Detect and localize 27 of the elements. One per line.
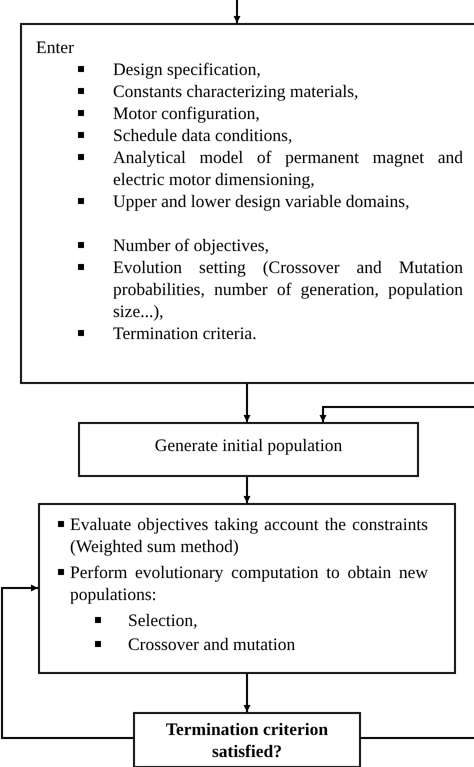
process-box: [78, 422, 419, 477]
list-item-text: Constants characterizing materials,: [113, 80, 360, 102]
list-item-text: Evaluate objectives taking account the constraints (Weighted sum method): [70, 513, 428, 557]
list-item-text: Upper and lower design variable domains,: [113, 190, 410, 212]
arrow: [320, 406, 474, 422]
heading-text: Enter: [36, 36, 75, 58]
list-item-text: Number of objectives,: [113, 234, 270, 256]
list-item-text: Analytical model of permanent magnet and electric motor dimensioning,: [113, 146, 463, 190]
list-item-text: Crossover and mutation: [128, 633, 296, 655]
connector-line: [361, 737, 474, 739]
list-item-text: Motor configuration,: [113, 102, 261, 124]
box-label: Generate initial population: [154, 434, 344, 456]
list-item-text: Perform evolutionary computation to obtain new populations:: [70, 561, 428, 605]
arrow: [244, 674, 250, 712]
box-label: Termination criterion satisfied?: [164, 718, 330, 762]
list-item-text: Evolution setting (Crossover and Mutation probabilities, number of generation, population size...),: [113, 256, 463, 322]
decision-box: [133, 712, 361, 767]
list-item-text: Termination criteria.: [113, 322, 258, 344]
arrow: [1, 584, 133, 739]
arrow: [244, 384, 250, 422]
list-item-text: Schedule data conditions,: [113, 124, 294, 146]
list-item-text: Design specification,: [113, 58, 262, 80]
list-item-text: Selection,: [128, 609, 198, 631]
arrow: [244, 477, 250, 503]
arrow: [234, 0, 240, 23]
process-box: [38, 503, 456, 674]
input-box: [20, 23, 474, 384]
